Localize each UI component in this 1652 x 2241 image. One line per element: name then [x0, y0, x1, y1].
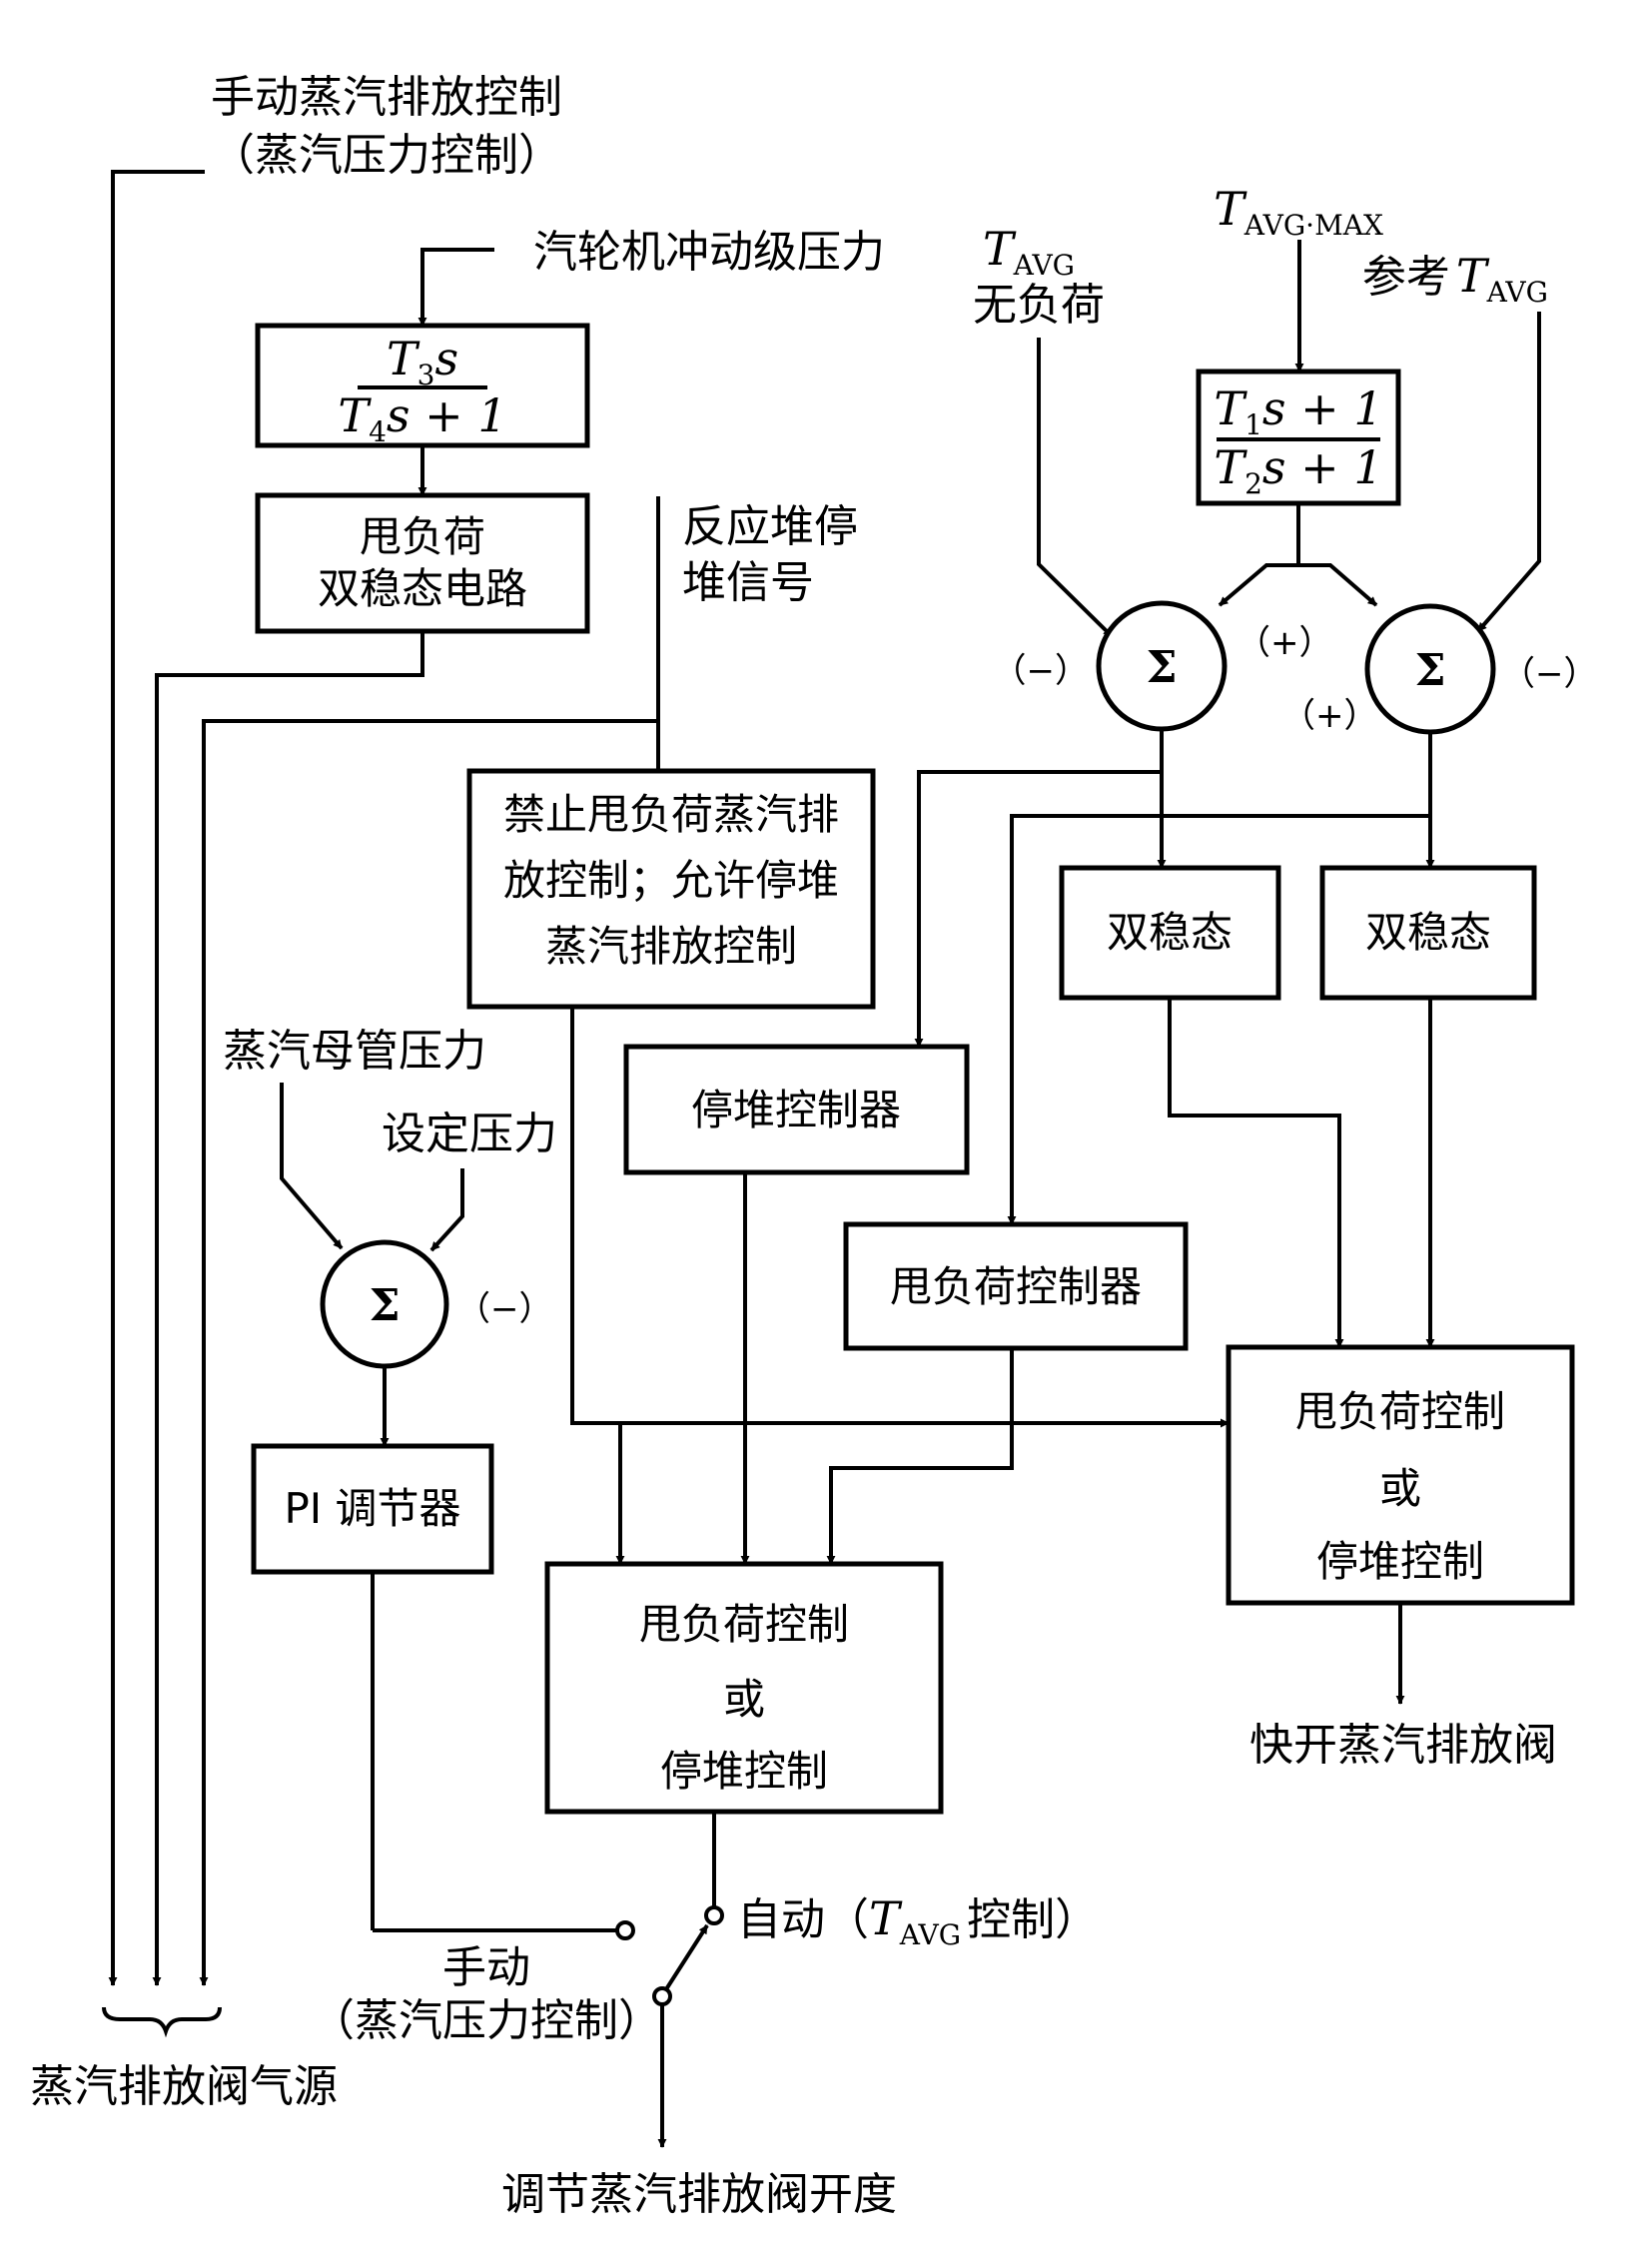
inhibit-line2: 放控制；允许停堆	[503, 856, 839, 905]
header-pressure-label: 蒸汽母管压力	[223, 1026, 486, 1077]
trip-controller-block	[623, 1044, 970, 1175]
bistable-a-label: 双稳态	[1107, 908, 1233, 957]
tavg-lag-denominator: T2s + 1	[1214, 440, 1382, 500]
manual-label: 手动	[442, 1942, 530, 1993]
regulate-valve-opening-label: 调节蒸汽排放阀开度	[501, 2169, 897, 2220]
load-rejection-bistable-line1: 甩负荷	[360, 512, 485, 561]
bistable-a-to-right-select-line	[1168, 998, 1344, 1348]
right-select-block	[1226, 1344, 1575, 1606]
center-select-line1: 甩负荷控制	[639, 1600, 849, 1649]
lag-to-sum1-line	[1218, 503, 1300, 607]
lag-to-sum2-line	[1298, 563, 1378, 607]
fast-open-valve-label: 快开蒸汽排放阀	[1249, 1720, 1557, 1771]
sigma-icon: Σ	[1414, 645, 1445, 696]
sum1-to-trip-controller-line	[914, 729, 1164, 1048]
tavg-max-symbol: TAVG·MAX	[1214, 182, 1383, 242]
manual-vent-line	[108, 170, 205, 1986]
sum1-plus-sign: （+）	[1237, 623, 1333, 663]
inhibit-line1: 禁止甩负荷蒸汽排	[503, 790, 839, 839]
manual-vent-label: 手动蒸汽排放控制	[211, 72, 562, 123]
load-rejection-controller-block	[843, 1221, 1189, 1351]
right-select-line3: 停堆控制	[1316, 1537, 1484, 1586]
set-pressure-label: 设定压力	[382, 1109, 557, 1159]
air-source-label: 蒸汽排放阀气源	[30, 2061, 338, 2112]
set-pressure-line	[429, 1168, 464, 1252]
inhibit-line3: 蒸汽排放控制	[545, 922, 797, 971]
sigma-icon: Σ	[369, 1280, 400, 1331]
sum3-minus-sign: （−）	[456, 1289, 553, 1329]
sum2-plus-sign: （+）	[1281, 696, 1378, 736]
pi-regulator-label: PI 调节器	[284, 1484, 460, 1533]
auto-terminal	[704, 1905, 724, 1925]
sum1-minus-sign: （−）	[993, 651, 1090, 691]
reactor-trip-line	[199, 496, 660, 1986]
tavg-lag-numerator: T1s + 1	[1214, 381, 1382, 441]
load-bistable-output-line	[152, 631, 424, 1986]
header-pressure-line	[280, 1083, 344, 1250]
load-rejection-bistable-line2: 双稳态电路	[318, 564, 527, 613]
sigma-icon: Σ	[1146, 642, 1177, 693]
lead-lag-numerator: T3s	[387, 332, 458, 391]
trip-controller-label: 停堆控制器	[691, 1086, 901, 1134]
tavg-noload-label: 无负荷	[973, 280, 1105, 331]
center-select-line2: 或	[723, 1675, 765, 1724]
turbine-pressure-label: 汽轮机冲动级压力	[533, 227, 885, 278]
air-source-brace	[102, 2006, 222, 2038]
center-select-block	[544, 1561, 944, 1815]
bistable-a-block	[1059, 865, 1281, 1001]
sum2-minus-sign: （−）	[1501, 654, 1598, 694]
lead-lag-denominator: T4s + 1	[338, 388, 506, 448]
right-select-line1: 甩负荷控制	[1295, 1387, 1505, 1436]
pi-regulator-block	[251, 1443, 494, 1575]
auto-manual-switch-arm[interactable]	[664, 1923, 709, 1991]
ref-tavg-line	[1476, 312, 1541, 633]
load-rejection-controller-label: 甩负荷控制器	[890, 1262, 1142, 1311]
manual-sublabel: （蒸汽压力控制）	[311, 1995, 662, 2046]
tavg-noload-line	[1037, 338, 1114, 638]
load-rejection-bistable-block	[255, 492, 590, 634]
tavg-noload-symbol: TAVG	[983, 222, 1075, 282]
sum2-to-loadreject-controller-line	[1007, 732, 1432, 1225]
reactor-trip-label-1: 反应堆停	[682, 501, 858, 552]
manual-vent-sublabel: （蒸汽压力控制）	[211, 130, 562, 181]
center-select-line3: 停堆控制	[660, 1747, 828, 1796]
bistable-b-label: 双稳态	[1365, 908, 1491, 957]
reactor-trip-label-2: 堆信号	[682, 557, 814, 608]
manual-terminal	[615, 1920, 635, 1940]
right-select-line2: 或	[1379, 1464, 1421, 1513]
inhibit-block	[466, 768, 876, 1010]
turbine-pressure-line	[417, 248, 494, 327]
loadreject-controller-to-center-select-line	[826, 1348, 1014, 1565]
